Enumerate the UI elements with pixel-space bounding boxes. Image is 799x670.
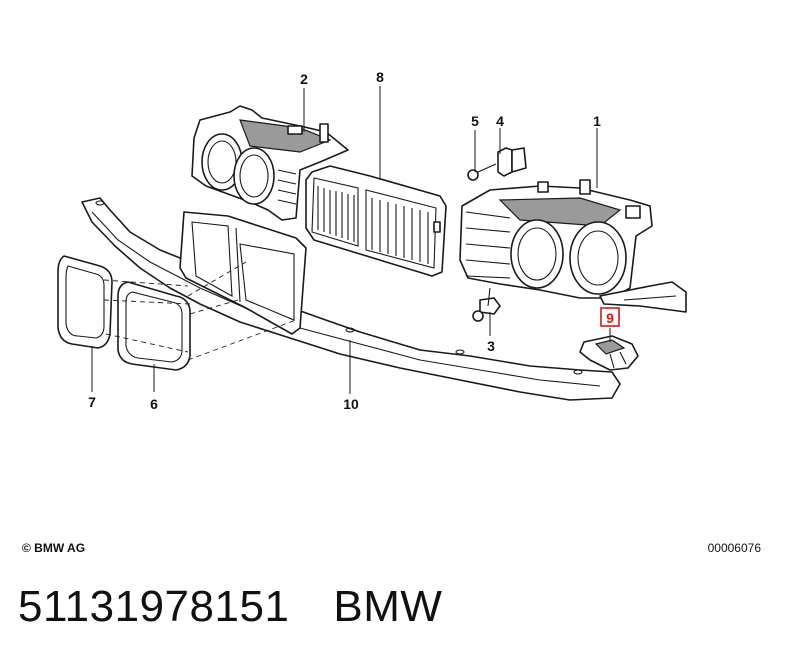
alignment-lines (103, 261, 297, 361)
twin-ring-frame (179, 211, 307, 335)
screw-and-bracket (467, 147, 527, 181)
callout-9-highlight (600, 307, 620, 327)
callout-9: 9 (606, 310, 614, 326)
headlight-housing-left (191, 105, 349, 221)
callout-1: 1 (593, 113, 601, 129)
copyright-notice: © BMW AG (22, 541, 86, 555)
leader-lines (91, 86, 611, 394)
callout-7: 7 (88, 394, 96, 410)
callout-6: 6 (150, 396, 158, 412)
brand-name: BMW (333, 582, 443, 631)
callout-2: 2 (300, 71, 308, 87)
callout-8: 8 (376, 69, 384, 85)
kidney-grille (305, 165, 447, 277)
part-number: 51131978151 (18, 582, 290, 631)
callout-labels: 1 2 3 4 5 6 7 8 9 10 (88, 69, 620, 412)
clip-bracket-9 (579, 335, 639, 371)
ring-6 (117, 281, 191, 371)
diagram-reference-number: 00006076 (707, 541, 761, 555)
callout-3: 3 (487, 338, 495, 354)
callout-5: 5 (471, 113, 479, 129)
parts-diagram: 1 2 3 4 5 6 7 8 9 10 (57, 69, 687, 412)
headlight-housing-right (459, 179, 687, 313)
part-caption: 51131978151 BMW (18, 582, 442, 632)
clip-bolt-3 (472, 287, 501, 322)
callout-10: 10 (343, 396, 359, 412)
ring-7 (57, 255, 113, 349)
callout-4: 4 (496, 113, 504, 129)
